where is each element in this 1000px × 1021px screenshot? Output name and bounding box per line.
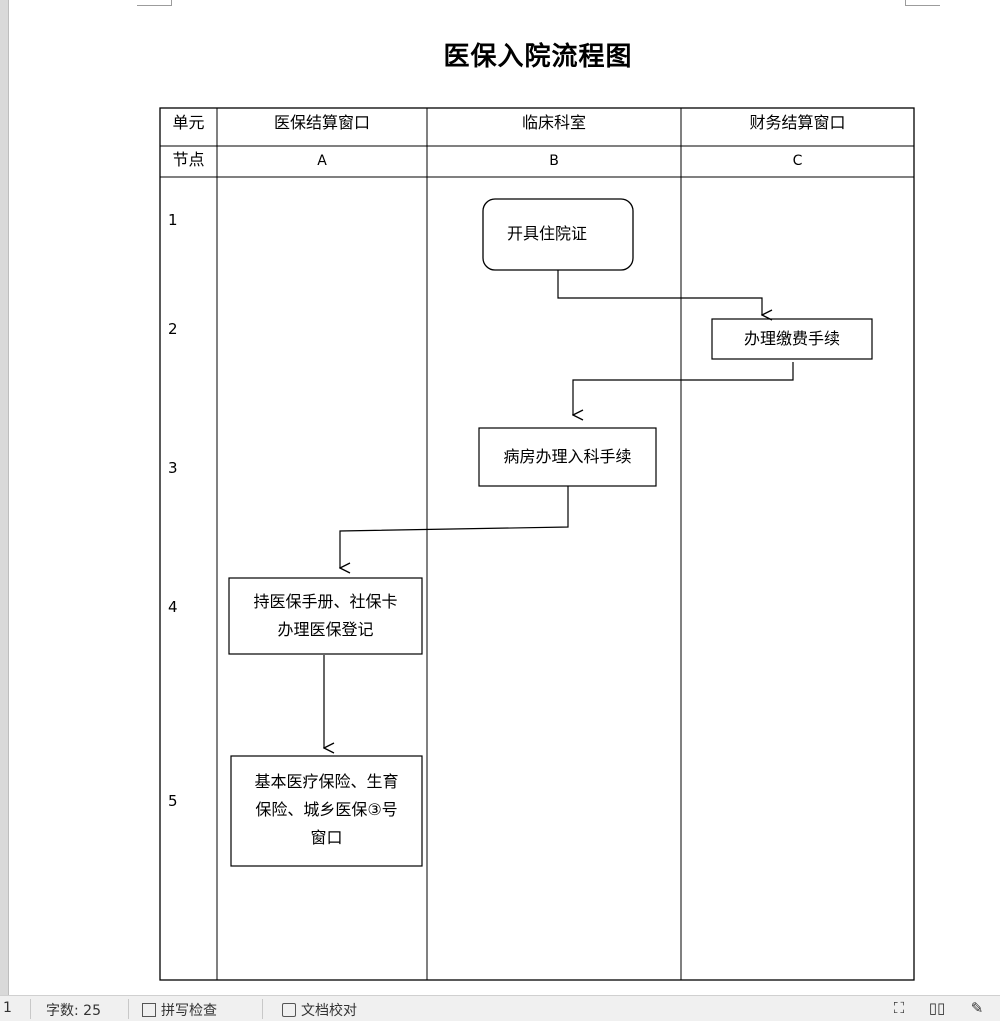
step-box-2 — [711, 318, 873, 360]
crop-mark-left — [137, 0, 172, 6]
flowchart — [159, 107, 915, 981]
status-separator — [262, 999, 263, 1019]
left-ruler — [0, 0, 9, 995]
document-page[interactable]: 医保入院流程图 单元 医保结算窗口 临床科室 财务结算窗口 节点 A B C 1 — [0, 0, 1000, 995]
row-number-5: 5 — [168, 792, 178, 810]
word-count[interactable]: 字数: 25 — [46, 1003, 101, 1019]
fullscreen-icon[interactable]: ⛶ — [893, 999, 905, 1017]
status-separator — [128, 999, 129, 1019]
node-row-label: 节点 — [172, 150, 205, 169]
step-text-2: 办理缴费手续 — [743, 329, 840, 348]
spell-check-button[interactable]: 拼写检查 — [142, 1000, 217, 1020]
step-box-4 — [228, 577, 423, 655]
doc-check-button[interactable]: 文档校对 — [282, 1000, 357, 1020]
page-number[interactable]: 1 — [3, 1000, 12, 1016]
header-unit-label: 单元 — [172, 113, 205, 132]
header-column-b: 临床科室 — [521, 113, 586, 132]
doc-check-icon — [282, 1003, 296, 1017]
table-border — [159, 107, 915, 981]
step-text-4-line1: 持医保手册、社保卡 — [253, 592, 398, 611]
connector-3-4 — [340, 486, 569, 568]
node-c: C — [792, 153, 803, 169]
step-text-5-line2: 保险、城乡医保③号 — [255, 800, 398, 819]
document-title: 医保入院流程图 — [443, 42, 633, 72]
read-mode-icon[interactable]: ▯▯ — [928, 999, 946, 1017]
crop-mark-right — [905, 0, 940, 6]
connector-2-3 — [573, 362, 794, 415]
status-bar: 1 字数: 25 拼写检查 文档校对 ⛶ ▯▯ ✎ — [0, 995, 1000, 1021]
spell-check-label: 拼写检查 — [161, 1003, 217, 1019]
step-text-5-line3: 窗口 — [310, 828, 343, 847]
row-number-3: 3 — [168, 459, 178, 477]
doc-check-label: 文档校对 — [301, 1003, 357, 1019]
header-column-c: 财务结算窗口 — [749, 113, 846, 132]
step-text-1: 开具住院证 — [506, 224, 587, 243]
header-column-a: 医保结算窗口 — [273, 113, 370, 132]
row-number-4: 4 — [168, 598, 178, 616]
step-text-4: 持医保手册、社保卡 办理医保登记 — [229, 588, 422, 644]
step-text-3: 病房办理入科手续 — [503, 447, 632, 466]
step-text-4-line2: 办理医保登记 — [277, 620, 374, 639]
edit-pen-icon[interactable]: ✎ — [970, 999, 984, 1017]
node-b: B — [549, 153, 559, 169]
step-text-5: 基本医疗保险、生育 保险、城乡医保③号 窗口 — [231, 768, 422, 852]
connector-1-2 — [557, 270, 762, 315]
status-separator — [30, 999, 31, 1019]
row-number-2: 2 — [168, 320, 178, 338]
spell-check-icon — [142, 1003, 156, 1017]
node-a: A — [317, 153, 327, 169]
row-number-1: 1 — [168, 211, 178, 229]
step-box-5 — [230, 755, 423, 867]
step-text-5-line1: 基本医疗保险、生育 — [254, 772, 399, 791]
